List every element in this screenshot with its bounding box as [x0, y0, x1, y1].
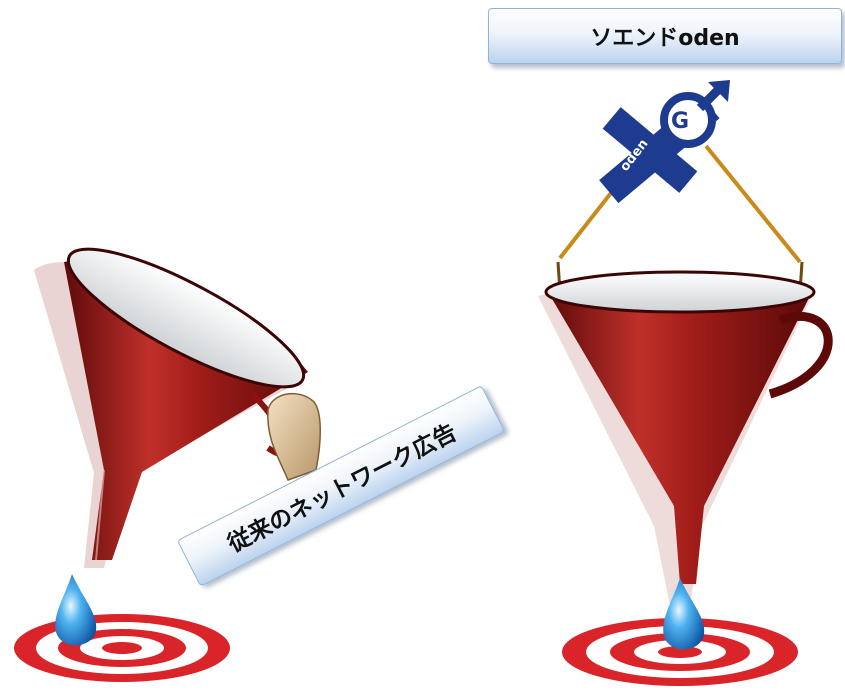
soend-oden-label: ソエンドoden	[488, 8, 842, 64]
left-target-icon	[14, 614, 230, 682]
right-funnel-rim	[544, 270, 816, 314]
left-water-drop-icon	[55, 574, 97, 646]
right-water-drop-icon	[663, 578, 705, 650]
left-funnel-rim	[66, 247, 306, 389]
right-funnel-group: G oden	[538, 80, 833, 686]
oden-logo: G oden	[599, 80, 730, 204]
svg-text:G: G	[671, 109, 689, 134]
hand-icon	[267, 392, 322, 481]
soend-oden-label-text: ソエンドoden	[590, 26, 740, 51]
left-funnel-group	[14, 247, 322, 682]
right-funnel-body-icon	[548, 292, 810, 584]
right-target-icon	[562, 618, 798, 686]
